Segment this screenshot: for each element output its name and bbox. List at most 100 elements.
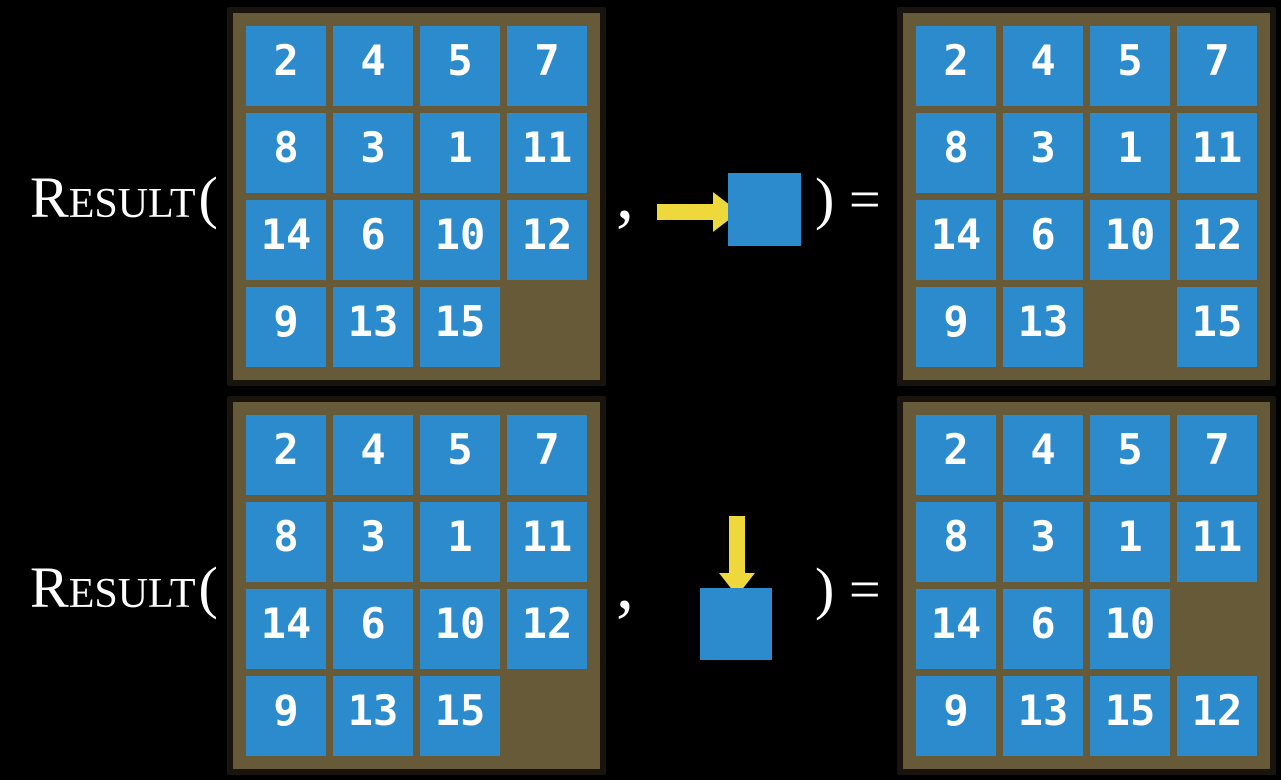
tile-number: 1 — [447, 512, 473, 561]
puzzle-tile: 1 — [1090, 502, 1170, 582]
empty-cell — [507, 676, 587, 756]
puzzle-tile: 9 — [246, 676, 326, 756]
tile-number: 14 — [930, 210, 982, 259]
puzzle-tile: 15 — [1177, 287, 1257, 367]
tile-number: 5 — [447, 425, 473, 474]
puzzle-tile: 1 — [420, 502, 500, 582]
puzzle-tile: 11 — [1177, 113, 1257, 193]
tile-number: 8 — [943, 123, 969, 172]
puzzle-tile: 3 — [1003, 502, 1083, 582]
tile-number: 7 — [534, 425, 560, 474]
tile-number: 14 — [260, 599, 312, 648]
puzzle-tile: 8 — [916, 502, 996, 582]
tile-number: 2 — [943, 36, 969, 85]
equals-sign: = — [849, 559, 881, 621]
puzzle-tile: 11 — [1177, 502, 1257, 582]
puzzle-tile: 2 — [246, 415, 326, 495]
tile-number: 8 — [273, 512, 299, 561]
tile-number: 2 — [943, 425, 969, 474]
function-name-initial: R — [30, 165, 69, 230]
puzzle-tile: 4 — [1003, 415, 1083, 495]
tile-number: 12 — [1191, 686, 1243, 735]
tile-number: 4 — [1030, 425, 1056, 474]
tile-number: 10 — [434, 599, 486, 648]
tile-number: 1 — [1117, 512, 1143, 561]
tile-number: 2 — [273, 36, 299, 85]
puzzle-tile: 12 — [1177, 676, 1257, 756]
tile-number: 12 — [1191, 210, 1243, 259]
down-arrow-icon — [719, 516, 755, 596]
puzzle-tile: 3 — [1003, 113, 1083, 193]
tile-number: 8 — [943, 512, 969, 561]
puzzle-tile: 2 — [246, 26, 326, 106]
puzzle-tile: 11 — [507, 502, 587, 582]
tile-number: 15 — [434, 686, 486, 735]
comma: , — [616, 154, 634, 234]
tile-number: 5 — [447, 36, 473, 85]
puzzle-tile: 5 — [1090, 415, 1170, 495]
tile-number: 9 — [943, 686, 969, 735]
puzzle-tile: 9 — [916, 676, 996, 756]
tile-number: 7 — [534, 36, 560, 85]
tile-number: 4 — [360, 36, 386, 85]
tile-number: 3 — [360, 512, 386, 561]
tile-number: 3 — [360, 123, 386, 172]
tile-number: 12 — [521, 599, 573, 648]
comma: , — [616, 544, 634, 624]
puzzle-tile: 9 — [916, 287, 996, 367]
close-paren: ) — [815, 166, 835, 231]
puzzle-tile: 10 — [1090, 200, 1170, 280]
puzzle-tile: 2 — [916, 26, 996, 106]
puzzle-tile: 12 — [507, 200, 587, 280]
function-name-rest: ESULT — [68, 181, 196, 227]
empty-cell — [1177, 589, 1257, 669]
tile-number: 11 — [1191, 123, 1243, 172]
puzzle-tile: 6 — [333, 589, 413, 669]
empty-cell — [1090, 287, 1170, 367]
puzzle-tile: 3 — [333, 113, 413, 193]
function-name-initial: R — [30, 555, 69, 620]
puzzle-tile: 7 — [1177, 415, 1257, 495]
tile-number: 1 — [447, 123, 473, 172]
tile-number: 13 — [347, 297, 399, 346]
tile-number: 5 — [1117, 425, 1143, 474]
puzzle-tile: 4 — [333, 26, 413, 106]
tile-number: 9 — [273, 297, 299, 346]
tile-number: 7 — [1204, 425, 1230, 474]
tile-number: 14 — [260, 210, 312, 259]
tile-number: 11 — [521, 123, 573, 172]
puzzle-tile: 13 — [333, 676, 413, 756]
puzzle-tile: 5 — [420, 26, 500, 106]
puzzle-tile: 13 — [1003, 676, 1083, 756]
moving-tile-icon — [728, 173, 801, 246]
puzzle-tile: 1 — [1090, 113, 1170, 193]
tile-number: 15 — [1104, 686, 1156, 735]
puzzle-tile: 15 — [420, 287, 500, 367]
tile-number: 3 — [1030, 512, 1056, 561]
tile-number: 2 — [273, 425, 299, 474]
tile-number: 7 — [1204, 36, 1230, 85]
puzzle-tile: 14 — [246, 200, 326, 280]
empty-cell — [507, 287, 587, 367]
puzzle-tile: 14 — [916, 200, 996, 280]
equals-sign: = — [849, 169, 881, 231]
puzzle-tile: 8 — [246, 502, 326, 582]
tile-number: 15 — [434, 297, 486, 346]
function-name-rest: ESULT — [68, 571, 196, 617]
puzzle-tile: 9 — [246, 287, 326, 367]
tile-number: 15 — [1191, 297, 1243, 346]
open-paren: ( — [198, 555, 218, 620]
puzzle-tile: 1 — [420, 113, 500, 193]
moving-tile-icon — [700, 588, 772, 660]
puzzle-tile: 13 — [1003, 287, 1083, 367]
puzzle-tile: 4 — [1003, 26, 1083, 106]
puzzle-tile: 14 — [246, 589, 326, 669]
puzzle-tile: 8 — [246, 113, 326, 193]
tile-number: 5 — [1117, 36, 1143, 85]
